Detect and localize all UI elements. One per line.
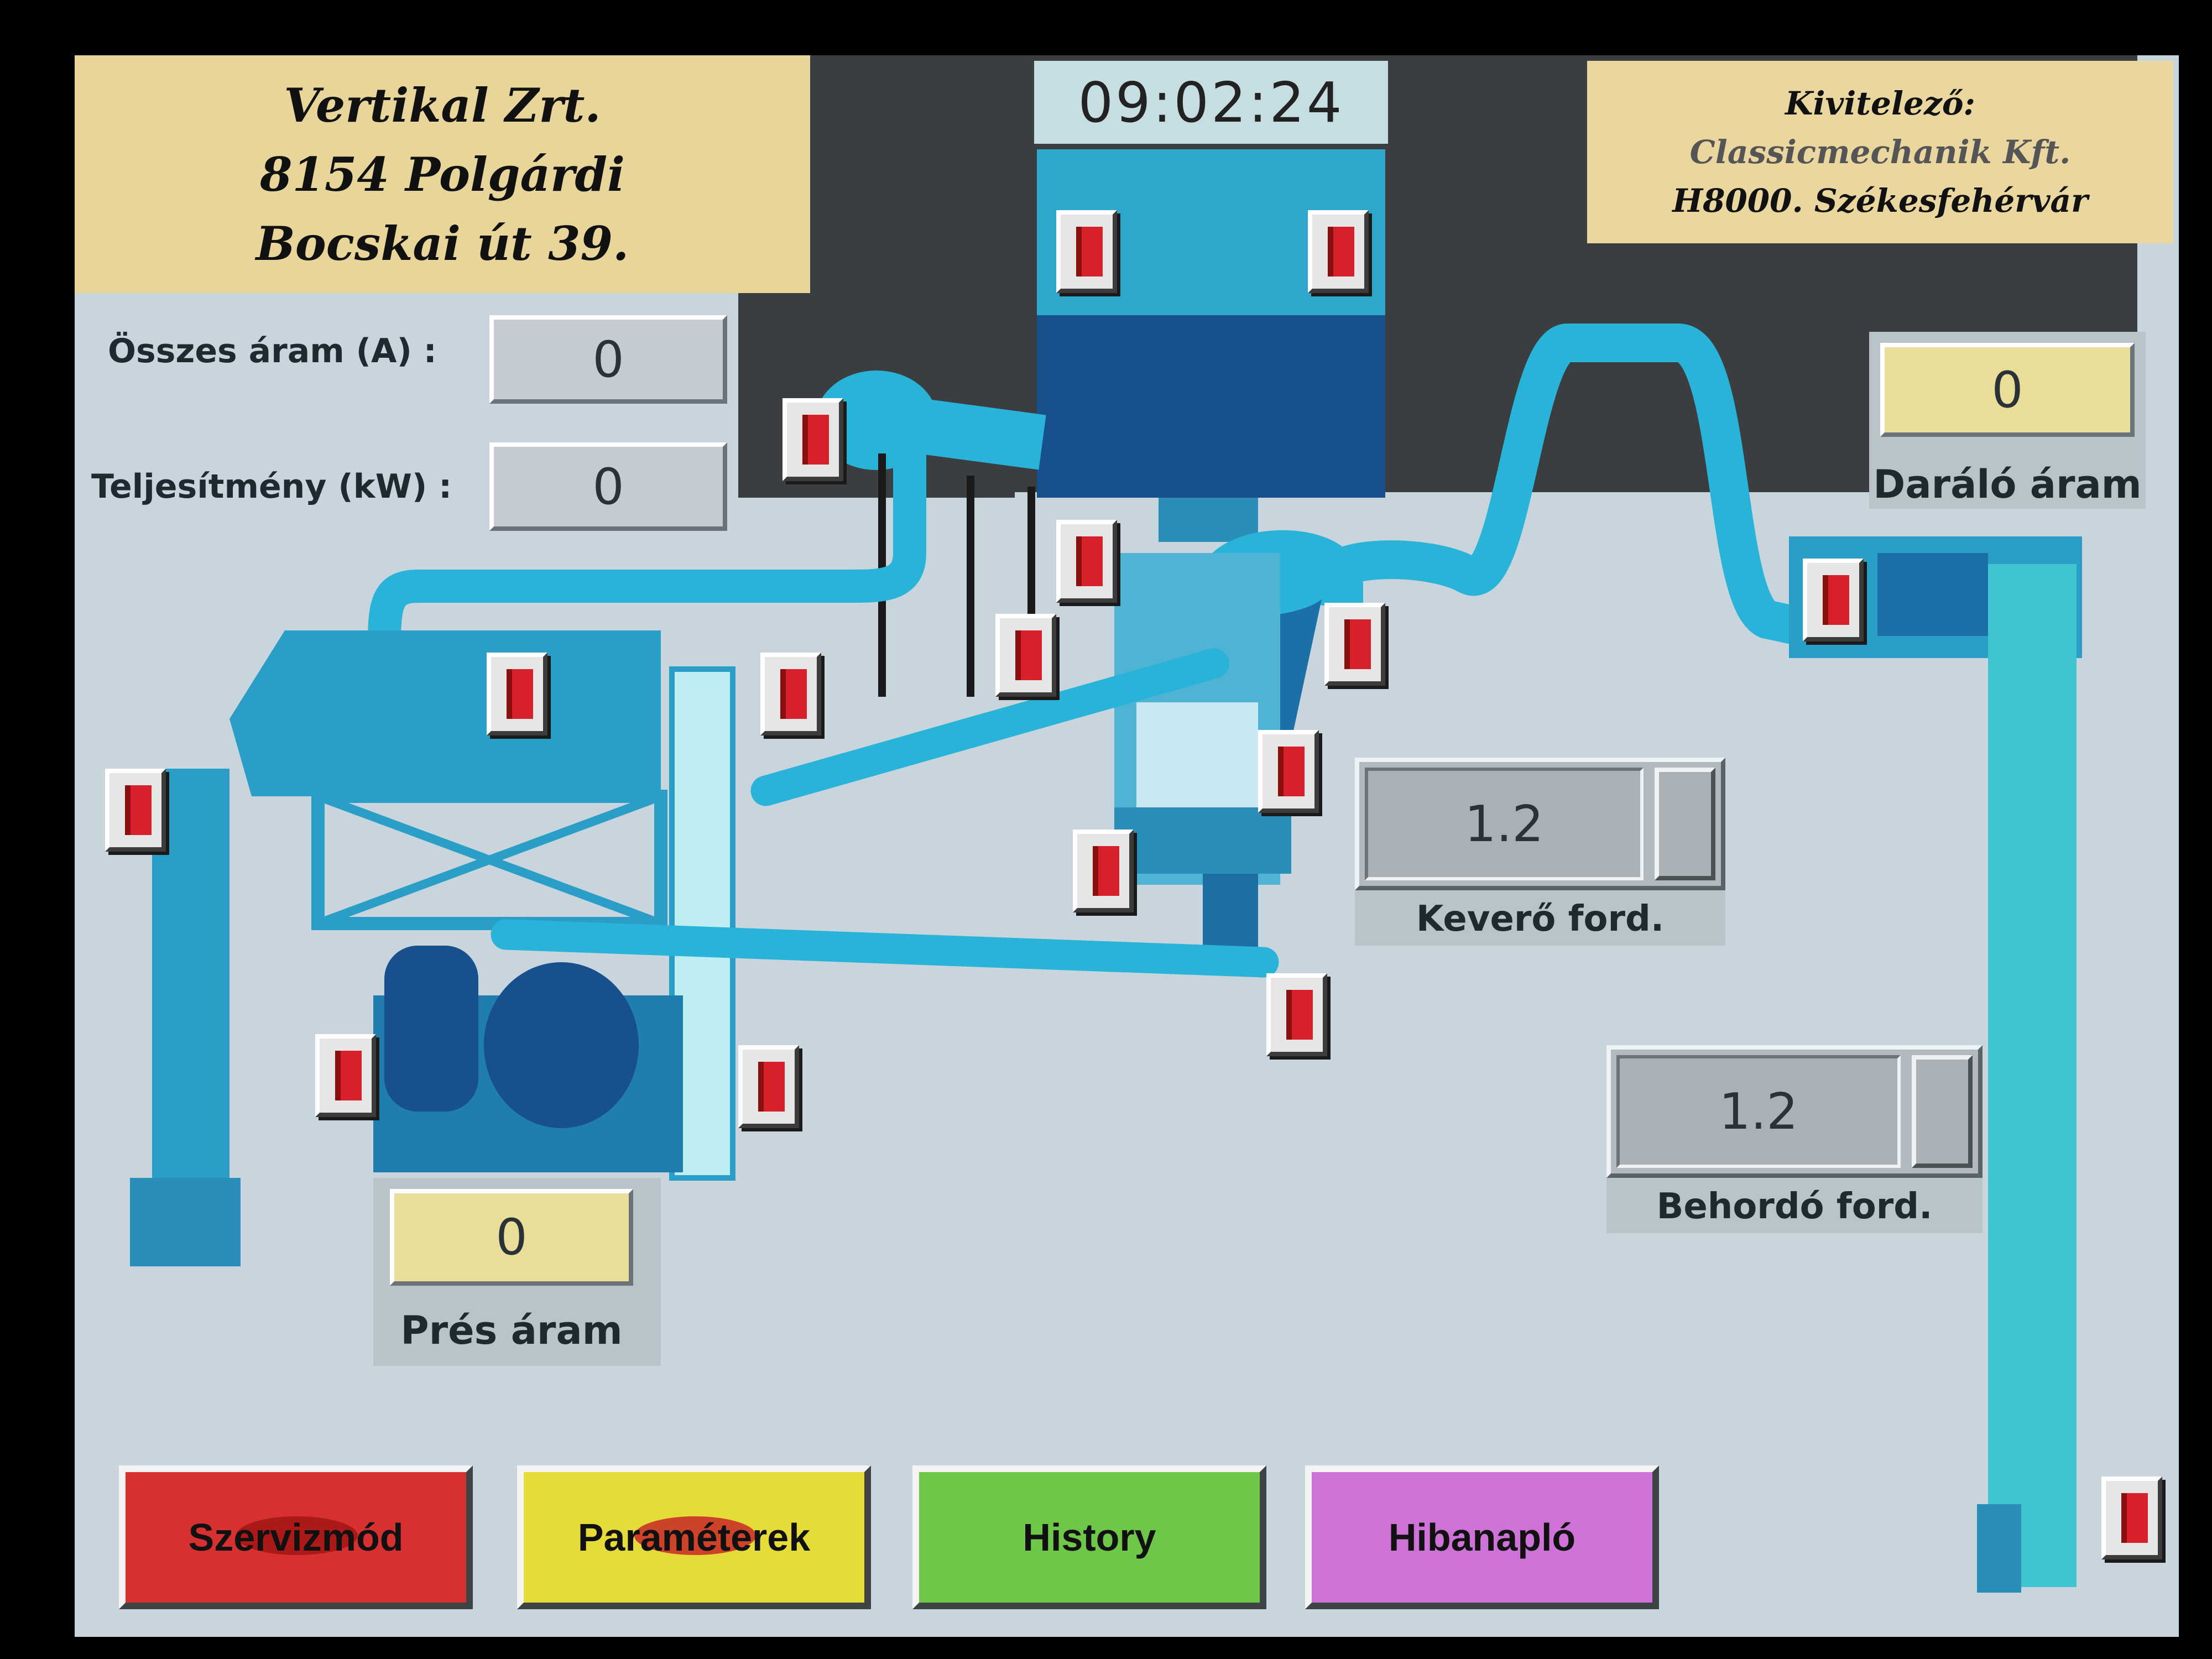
right-elevator-switch[interactable] xyxy=(2101,1477,2162,1559)
company-address-box: Vertikal Zrt. 8154 Polgárdi Bocskai út 3… xyxy=(75,55,810,293)
screw-lower-switch[interactable] xyxy=(1266,973,1327,1056)
service-mode-indicator xyxy=(236,1516,358,1555)
fan-switch[interactable] xyxy=(782,398,843,481)
feeder-speed-value[interactable]: 1.2 xyxy=(1616,1055,1901,1168)
right-elevator-foot xyxy=(1977,1504,2021,1593)
mixer-speed-value[interactable]: 1.2 xyxy=(1365,768,1644,880)
left-elevator-base xyxy=(130,1178,241,1266)
contractor-city: H8000. Székesfehérvár xyxy=(1672,182,2088,220)
contractor-box: Kivitelező: Classicmechanik Kft. H8000. … xyxy=(1587,61,2173,243)
feeder-speed-spinner[interactable]: 1.2 xyxy=(1606,1045,1983,1178)
grinder-pipe xyxy=(1305,324,1864,655)
power-value: 0 xyxy=(489,442,727,531)
history-label: History xyxy=(1022,1516,1156,1559)
parameters-button[interactable]: Paraméterek xyxy=(517,1465,871,1609)
total-current-label: Összes áram (A) : xyxy=(108,332,437,371)
silo-outlet-switch[interactable] xyxy=(1056,520,1117,603)
history-button[interactable]: History xyxy=(912,1465,1266,1609)
total-current-value: 0 xyxy=(489,315,727,404)
press-motor-2 xyxy=(484,962,639,1128)
company-street: Bocskai út 39. xyxy=(255,216,629,271)
right-elevator xyxy=(1988,564,2077,1587)
mixer-base xyxy=(1114,807,1291,874)
parameters-label: Paraméterek xyxy=(577,1516,811,1559)
hmi-screen: Vertikal Zrt. 8154 Polgárdi Bocskai út 3… xyxy=(75,55,2179,1637)
mixer-speed-knob[interactable] xyxy=(1655,768,1715,880)
silo-left-switch[interactable] xyxy=(1056,210,1117,293)
press-elevator-switch[interactable] xyxy=(738,1045,799,1128)
error-log-button[interactable]: Hibanapló xyxy=(1305,1465,1659,1609)
mixer-switch[interactable] xyxy=(1258,730,1319,813)
parameters-indicator xyxy=(634,1516,756,1555)
mixer-speed-label: Keverő ford. xyxy=(1416,899,1665,940)
company-city: 8154 Polgárdi xyxy=(260,147,625,202)
screw-conveyor-lower xyxy=(491,919,1279,978)
left-elevator-switch[interactable] xyxy=(105,769,166,852)
service-mode-button[interactable]: Szervizmód xyxy=(119,1465,473,1609)
grinder-current-label: Daráló áram xyxy=(1873,462,2142,507)
mixer-valve xyxy=(1203,874,1258,951)
middle-elevator-switch[interactable] xyxy=(760,653,821,735)
dryer-frame xyxy=(311,790,667,930)
feeder-speed-knob[interactable] xyxy=(1912,1055,1973,1168)
silo-outlet xyxy=(1159,498,1258,542)
clock-display: 09:02:24 xyxy=(1034,61,1388,144)
press-current-value: 0 xyxy=(390,1189,633,1286)
press-motor-1 xyxy=(384,946,478,1112)
contractor-title: Kivitelező: xyxy=(1785,85,1975,122)
contractor-name: Classicmechanik Kft. xyxy=(1689,133,2071,171)
fan-duct xyxy=(873,393,1046,470)
feeder-speed-label: Behordó ford. xyxy=(1656,1186,1933,1227)
dryer-pipe xyxy=(368,426,926,713)
dryer-box xyxy=(229,630,661,796)
mixer-body xyxy=(1136,702,1258,813)
grinder-current-value: 0 xyxy=(1880,343,2135,437)
mixer-base-switch[interactable] xyxy=(1073,830,1134,912)
grinder-switch[interactable] xyxy=(1803,559,1864,641)
company-name: Vertikal Zrt. xyxy=(284,77,601,133)
silo-lower xyxy=(1037,315,1385,498)
press-switch[interactable] xyxy=(315,1034,376,1117)
dryer-cross-2 xyxy=(316,792,662,928)
grinder-motor xyxy=(1877,553,1988,636)
service-mode-label: Szervizmód xyxy=(188,1516,404,1559)
mixer-speed-spinner[interactable]: 1.2 xyxy=(1355,758,1725,890)
power-label: Teljesítmény (kW) : xyxy=(91,467,452,506)
cyclone-switch[interactable] xyxy=(1324,603,1385,686)
dryer-switch[interactable] xyxy=(487,653,547,735)
press-current-label: Prés áram xyxy=(400,1308,623,1353)
screw-conveyor-upper xyxy=(750,648,1229,806)
silo-right-switch[interactable] xyxy=(1308,210,1369,293)
error-log-label: Hibanapló xyxy=(1388,1516,1576,1559)
screw-upper-switch[interactable] xyxy=(995,614,1056,697)
